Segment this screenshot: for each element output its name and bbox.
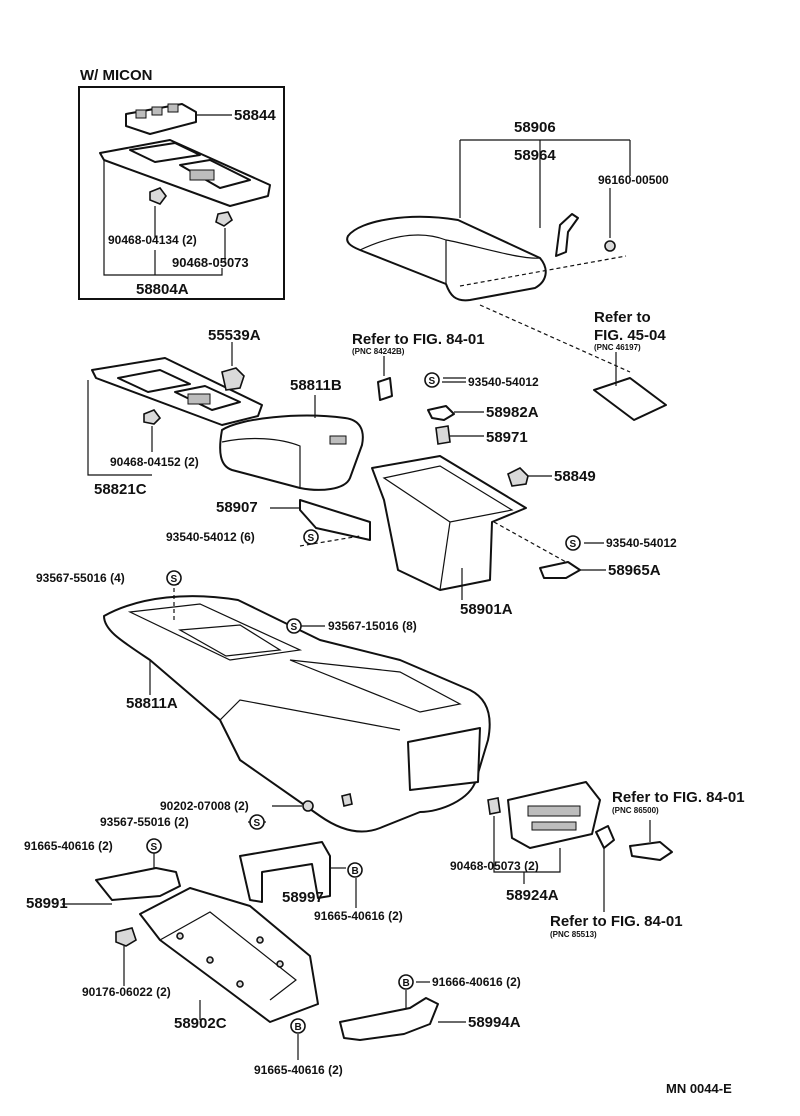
- part-93567-screw-small: [341, 793, 353, 807]
- part-fig84-switch: [595, 825, 615, 849]
- symbol-s-93540-a: S: [424, 372, 440, 388]
- svg-text:S: S: [291, 622, 298, 633]
- part-55539a-cover: [221, 367, 245, 391]
- part-58804a-bezel: [99, 139, 271, 207]
- svg-text:S: S: [151, 842, 158, 853]
- symbol-s-93567-15016: S: [286, 618, 302, 634]
- svg-text:B: B: [403, 978, 410, 989]
- label-91666-40616: 91666-40616 (2): [432, 975, 521, 989]
- part-58849-knob: [507, 467, 529, 487]
- svg-text:S: S: [570, 539, 577, 550]
- label-58991: 58991: [26, 895, 68, 912]
- symbol-b-91665-b: B: [347, 862, 363, 878]
- part-58965a-bracket: [539, 561, 581, 579]
- label-90176-06022: 90176-06022 (2): [82, 985, 171, 999]
- part-58811b-rear-panel: [219, 395, 364, 491]
- label-93540-54012-a: 93540-54012: [468, 375, 539, 389]
- symbol-b-91666: B: [398, 974, 414, 990]
- label-91665-40616-b: 91665-40616 (2): [314, 909, 403, 923]
- symbol-b-91665-c: B: [290, 1018, 306, 1034]
- symbol-s-93567-55016-4: S: [166, 570, 182, 586]
- label-58821c: 58821C: [94, 481, 147, 498]
- clip-90468-05073: [215, 211, 234, 227]
- label-90468-05073-inset: 90468-05073: [172, 255, 249, 270]
- label-90468-05073-2: 90468-05073 (2): [450, 859, 539, 873]
- micon-inset-frame: [78, 86, 285, 300]
- part-58997-bracket: [239, 841, 331, 903]
- label-58982a: 58982A: [486, 404, 539, 421]
- part-58991-bracket: [95, 867, 181, 901]
- label-58811b: 58811B: [290, 377, 342, 394]
- label-58997: 58997: [282, 889, 324, 906]
- svg-text:B: B: [352, 866, 359, 877]
- label-58849: 58849: [554, 468, 596, 485]
- label-58901a: 58901A: [460, 601, 513, 618]
- svg-text:S: S: [429, 376, 436, 387]
- label-58906: 58906: [514, 119, 556, 136]
- label-refer-84-2-pnc: (PNC 86500): [612, 806, 659, 815]
- part-fig45-mat: [593, 377, 667, 421]
- part-fig84-clip: [377, 377, 393, 401]
- part-58902c-base-tray: [139, 887, 319, 1023]
- symbol-s-93540-6: S: [303, 529, 319, 545]
- label-58924a: 58924A: [506, 887, 559, 904]
- label-93567-55016-2: 93567-55016 (2): [100, 815, 189, 829]
- label-refer-fig45-a: Refer to: [594, 309, 651, 326]
- label-96160-00500: 96160-00500: [598, 173, 669, 187]
- clip-90468-05073-b: [487, 797, 501, 815]
- label-93567-55016-4: 93567-55016 (4): [36, 571, 125, 585]
- micon-box-title: W/ MICON: [80, 67, 153, 84]
- part-90202-bolt: [302, 800, 314, 812]
- label-55539a: 55539A: [208, 327, 261, 344]
- label-refer-fig45-pnc: (PNC 46197): [594, 343, 641, 352]
- label-refer-84-1: Refer to FIG. 84-01: [352, 331, 485, 348]
- label-91665-40616-a: 91665-40616 (2): [24, 839, 113, 853]
- label-58994a: 58994A: [468, 1014, 521, 1031]
- label-93540-54012-b: 93540-54012: [606, 536, 677, 550]
- part-58901a-console-box: [371, 455, 527, 600]
- symbol-s-91665-a: S: [146, 838, 162, 854]
- label-58844: 58844: [234, 107, 276, 124]
- label-refer-84-3-pnc: (PNC 85513): [550, 930, 597, 939]
- label-refer-84-1-pnc: (PNC 84242B): [352, 347, 405, 356]
- label-refer-fig45-b: FIG. 45-04: [594, 327, 666, 344]
- svg-text:S: S: [254, 818, 261, 829]
- label-58811a: 58811A: [126, 695, 178, 712]
- label-58902c: 58902C: [174, 1015, 227, 1032]
- part-96160-00500-bolt: [604, 240, 616, 252]
- symbol-s-93540-b: S: [565, 535, 581, 551]
- label-58971: 58971: [486, 429, 528, 446]
- clip-90468-04134: [149, 187, 167, 205]
- part-58964-hinge: [555, 213, 579, 257]
- svg-text:S: S: [171, 574, 178, 585]
- svg-text:S: S: [308, 533, 315, 544]
- part-58924a-bezel: [507, 781, 601, 849]
- label-91665-40616-c: 91665-40616 (2): [254, 1063, 343, 1077]
- part-90176-bolt: [115, 927, 137, 947]
- label-93540-54012-6: 93540-54012 (6): [166, 530, 255, 544]
- label-58965a: 58965A: [608, 562, 661, 579]
- label-58964: 58964: [514, 147, 556, 164]
- part-58994a-bracket: [339, 997, 439, 1041]
- label-refer-84-2: Refer to FIG. 84-01: [612, 789, 745, 806]
- label-90468-04152: 90468-04152 (2): [110, 455, 199, 469]
- clip-90468-04152: [143, 409, 162, 425]
- part-58821c-bezel: [91, 357, 263, 426]
- label-refer-84-3: Refer to FIG. 84-01: [550, 913, 683, 930]
- part-58971-stopper: [435, 425, 451, 445]
- page-footer-code: MN 0044-E: [666, 1081, 732, 1096]
- part-58982a-bracket: [427, 405, 455, 421]
- svg-text:B: B: [295, 1022, 302, 1033]
- label-58804a: 58804A: [136, 281, 189, 298]
- part-fig84-lighter: [629, 841, 673, 861]
- symbol-s-93567-55016-2: S: [249, 814, 265, 830]
- label-93567-15016: 93567-15016 (8): [328, 619, 417, 633]
- part-58844-switch: [125, 103, 232, 135]
- part-58811a-console-body: [103, 595, 491, 833]
- label-90468-04134: 90468-04134 (2): [108, 233, 197, 247]
- label-58907: 58907: [216, 499, 258, 516]
- label-90202-07008: 90202-07008 (2): [160, 799, 249, 813]
